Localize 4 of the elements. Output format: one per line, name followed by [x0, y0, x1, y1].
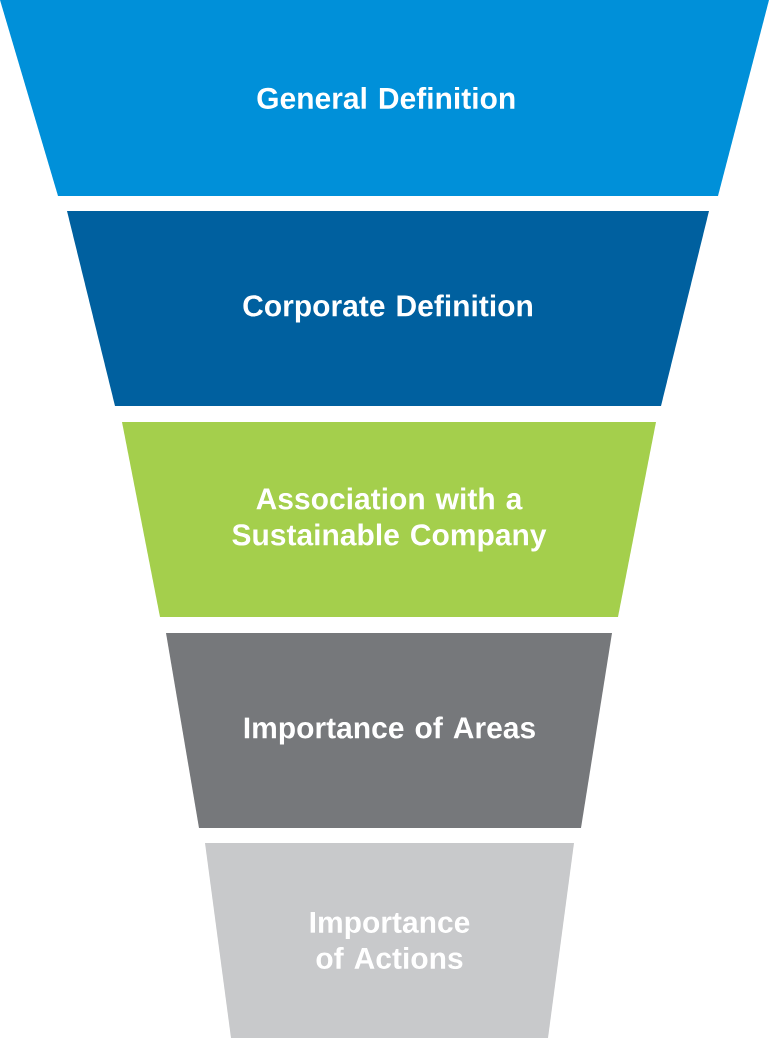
funnel-band: Corporate Definition: [67, 211, 709, 406]
funnel-band: Importance of Areas: [166, 633, 612, 828]
funnel-band: General Definition: [0, 0, 769, 196]
funnel-band: Association with a Sustainable Company: [122, 422, 656, 617]
